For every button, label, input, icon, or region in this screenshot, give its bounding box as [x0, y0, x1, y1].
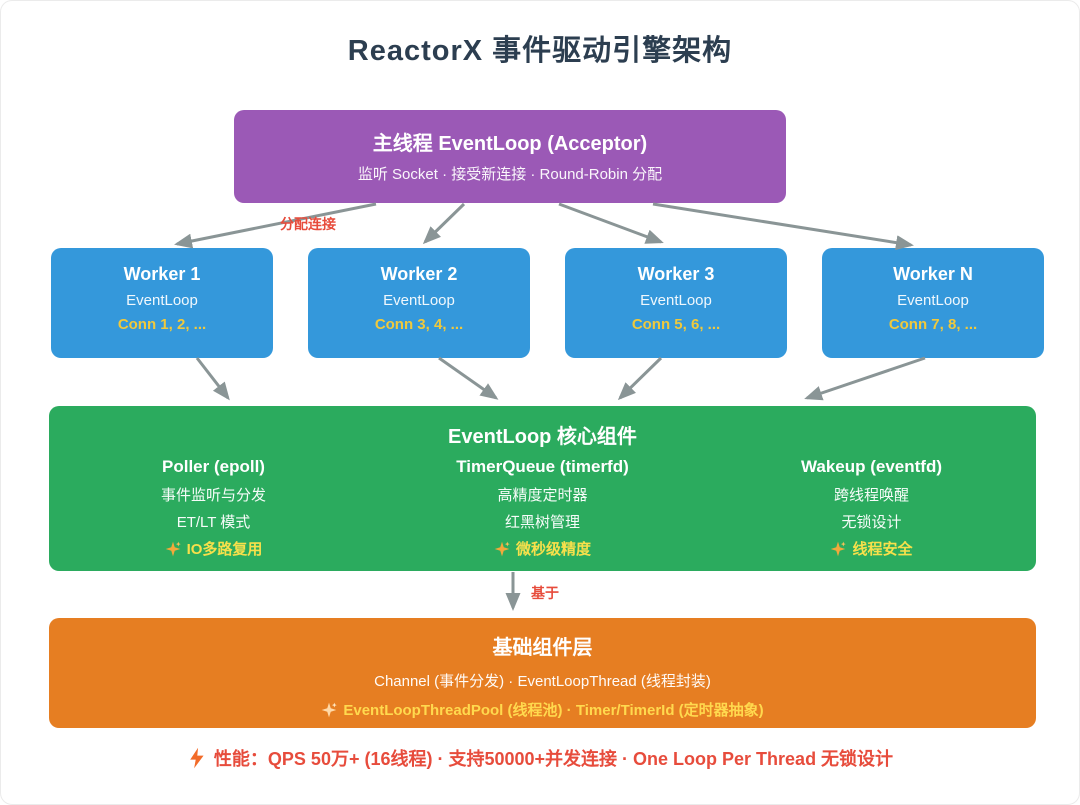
- component-title: Poller (epoll): [162, 457, 265, 476]
- core-node: EventLoop 核心组件 Poller (epoll) 事件监听与分发 ET…: [49, 406, 1036, 571]
- worker-subtitle: EventLoop: [126, 292, 198, 309]
- foundation-highlight-text: EventLoopThreadPool (线程池) · Timer/TimerI…: [343, 702, 764, 719]
- worker-node-3: Worker 3 EventLoop Conn 5, 6, ...: [565, 248, 787, 358]
- page-title: ReactorX 事件驱动引擎架构: [347, 35, 733, 67]
- worker-connections: Conn 5, 6, ...: [631, 316, 721, 333]
- component-highlight: IO多路复用: [49, 538, 378, 559]
- main-thread-title: 主线程 EventLoop (Acceptor): [372, 133, 648, 155]
- component-title: TimerQueue (timerfd): [456, 457, 629, 476]
- performance-note: 性能：QPS 50万+ (16线程) · 支持50000+并发连接 · One …: [1, 745, 1079, 771]
- component-line: 无锁设计: [841, 514, 902, 531]
- component-highlight: 线程安全: [707, 538, 1036, 559]
- worker-title: Worker N: [893, 264, 973, 284]
- component-highlight: 微秒级精度: [378, 538, 707, 559]
- worker-subtitle: EventLoop: [640, 292, 712, 309]
- core-title: EventLoop 核心组件: [448, 426, 637, 448]
- core-component-wakeup: Wakeup (eventfd) 跨线程唤醒 无锁设计 线程安全: [707, 457, 1036, 559]
- arrow-worker1-to-core: [195, 357, 230, 401]
- foundation-highlight: EventLoopThreadPool (线程池) · Timer/TimerI…: [49, 699, 1036, 720]
- main-thread-subtitle: 监听 Socket · 接受新连接 · Round-Robin 分配: [357, 166, 663, 183]
- component-line: 事件监听与分发: [160, 487, 266, 504]
- lightning-icon: [190, 747, 204, 769]
- worker-subtitle: EventLoop: [897, 292, 969, 309]
- arrow-worker2-to-core: [438, 356, 499, 400]
- edge-label-dispatch: 分配连接: [280, 216, 336, 232]
- core-columns: Poller (epoll) 事件监听与分发 ET/LT 模式 IO多路复用 T…: [49, 457, 1036, 559]
- sparkle-icon: [494, 541, 510, 556]
- edge-label-based-on: 基于: [531, 585, 559, 601]
- core-component-poller: Poller (epoll) 事件监听与分发 ET/LT 模式 IO多路复用: [49, 457, 378, 559]
- arrow-workerN-to-core: [804, 356, 926, 401]
- component-line: 高精度定时器: [497, 487, 588, 504]
- foundation-line: Channel (事件分发) · EventLoopThread (线程封装): [374, 673, 711, 690]
- arrow-main-to-workerN: [652, 202, 914, 251]
- sparkle-icon: [831, 541, 847, 556]
- arrow-main-to-worker2: [422, 202, 466, 245]
- worker-connections: Conn 3, 4, ...: [374, 316, 464, 333]
- sparkle-icon: [165, 541, 181, 556]
- worker-node-n: Worker N EventLoop Conn 7, 8, ...: [822, 248, 1044, 358]
- worker-connections: Conn 1, 2, ...: [117, 316, 207, 333]
- worker-connections: Conn 7, 8, ...: [888, 316, 978, 333]
- component-line: 红黑树管理: [504, 514, 580, 531]
- foundation-node: 基础组件层 Channel (事件分发) · EventLoopThread (…: [49, 618, 1036, 728]
- foundation-title: 基础组件层: [492, 637, 593, 659]
- component-highlight-text: 线程安全: [852, 541, 913, 558]
- component-highlight-text: 微秒级精度: [515, 541, 591, 558]
- worker-node-1: Worker 1 EventLoop Conn 1, 2, ...: [51, 248, 273, 358]
- arrow-main-to-worker1: [174, 202, 377, 249]
- arrow-worker3-to-core: [617, 356, 663, 401]
- performance-text: 性能：QPS 50万+ (16线程) · 支持50000+并发连接 · One …: [213, 749, 894, 769]
- arrow-main-to-worker3: [558, 202, 664, 244]
- component-line: ET/LT 模式: [176, 514, 251, 531]
- component-highlight-text: IO多路复用: [186, 541, 263, 558]
- component-title: Wakeup (eventfd): [800, 457, 943, 476]
- sparkle-icon: [322, 702, 338, 717]
- component-line: 跨线程唤醒: [833, 487, 909, 504]
- worker-title: Worker 2: [380, 264, 458, 284]
- worker-node-2: Worker 2 EventLoop Conn 3, 4, ...: [308, 248, 530, 358]
- worker-subtitle: EventLoop: [383, 292, 455, 309]
- main-thread-node: 主线程 EventLoop (Acceptor) 监听 Socket · 接受新…: [234, 110, 786, 203]
- worker-title: Worker 1: [123, 264, 201, 284]
- worker-title: Worker 3: [637, 264, 715, 284]
- core-component-timerqueue: TimerQueue (timerfd) 高精度定时器 红黑树管理 微秒级精度: [378, 457, 707, 559]
